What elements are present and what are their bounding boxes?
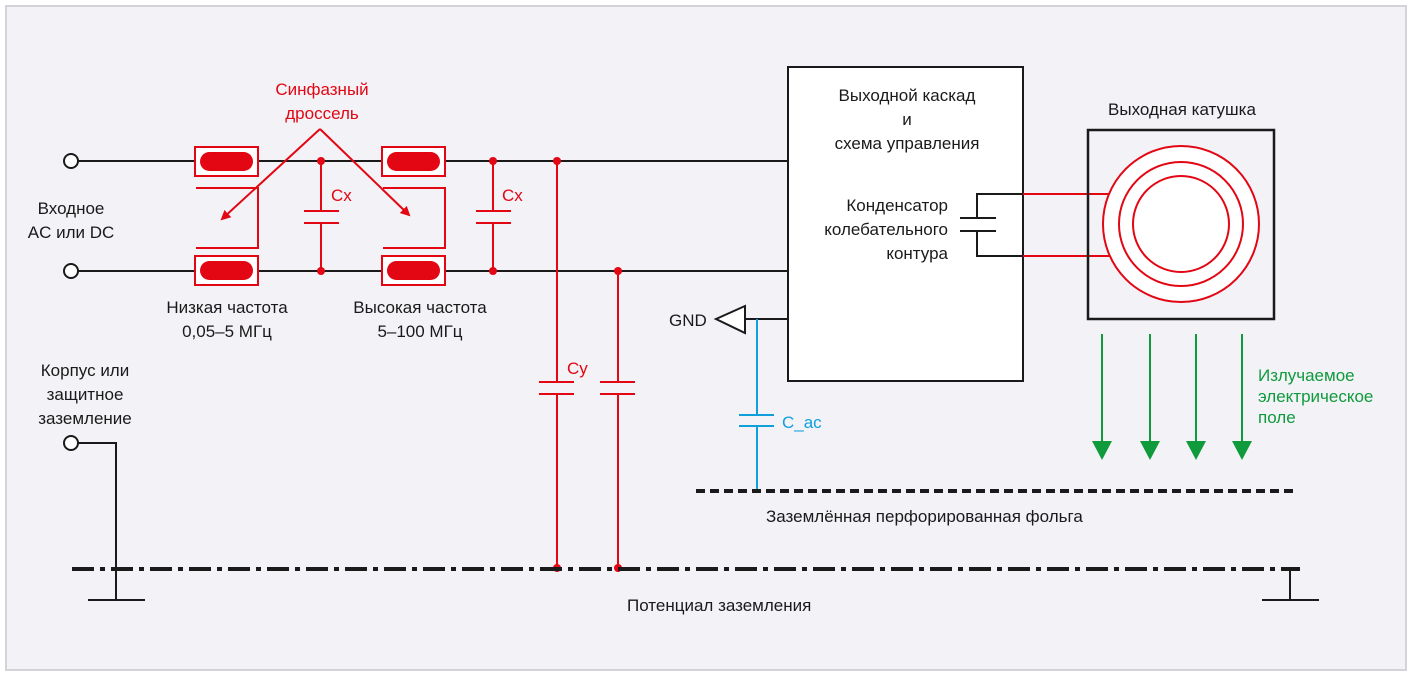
- chassis-label-line1: Корпус или: [41, 361, 129, 380]
- cx1-label: Cx: [331, 186, 352, 205]
- field-label-line2: электрическое: [1258, 387, 1373, 406]
- chassis-label-line2: защитное: [47, 385, 124, 404]
- capacitor-cy-2: [600, 267, 635, 572]
- ground-potential-label: Потенциал заземления: [627, 596, 811, 615]
- output-stage-block: [787, 66, 1024, 382]
- choke-low-frequency: [194, 146, 259, 286]
- chassis-label-line3: заземление: [38, 409, 132, 428]
- choke-label-line2: дроссель: [285, 104, 359, 123]
- input-label-line2: AC или DC: [28, 223, 115, 242]
- output-stage-label-line1: Выходной каскад: [839, 86, 976, 105]
- radiated-field-arrows: [1092, 334, 1252, 460]
- choke-label-line1: Синфазный: [275, 80, 368, 99]
- terminal-bottom: [63, 263, 79, 279]
- diagram-frame: [5, 5, 1407, 671]
- cx2-label: Cx: [502, 186, 523, 205]
- field-label-line1: Излучаемое: [1258, 366, 1355, 385]
- c-ac-label: C_ac: [782, 413, 822, 432]
- output-coil: [1086, 128, 1276, 321]
- gnd-symbol: [713, 304, 788, 335]
- field-label-line3: поле: [1258, 408, 1296, 427]
- terminal-top: [63, 153, 79, 169]
- capacitor-cx-1: [304, 157, 339, 275]
- output-stage-label-line3: схема управления: [835, 134, 980, 153]
- choke-annotation-arrows: [220, 128, 411, 221]
- low-freq-label-line2: 0,05–5 МГц: [182, 322, 272, 341]
- chassis-ground: [63, 435, 145, 601]
- capacitor-cx-2: [476, 157, 511, 275]
- output-coil-label: Выходная катушка: [1108, 100, 1256, 119]
- input-label-line1: Входное: [38, 199, 105, 218]
- foil-label: Заземлённая перфорированная фольга: [766, 507, 1083, 526]
- capacitor-c-ac: [739, 319, 774, 490]
- high-freq-label-line2: 5–100 МГц: [377, 322, 462, 341]
- gnd-label: GND: [669, 311, 707, 330]
- cy-label: Cy: [567, 359, 588, 378]
- tank-cap-label-line2: колебательного: [824, 220, 948, 239]
- tank-cap-label-line1: Конденсатор: [846, 196, 948, 215]
- output-stage-label-line2: и: [902, 110, 912, 129]
- tank-capacitor: [960, 193, 1023, 257]
- tank-cap-label-line3: контура: [886, 244, 948, 263]
- ground-right: [1262, 569, 1319, 601]
- low-freq-label-line1: Низкая частота: [166, 298, 288, 317]
- choke-high-frequency: [381, 146, 446, 286]
- high-freq-label-line1: Высокая частота: [353, 298, 487, 317]
